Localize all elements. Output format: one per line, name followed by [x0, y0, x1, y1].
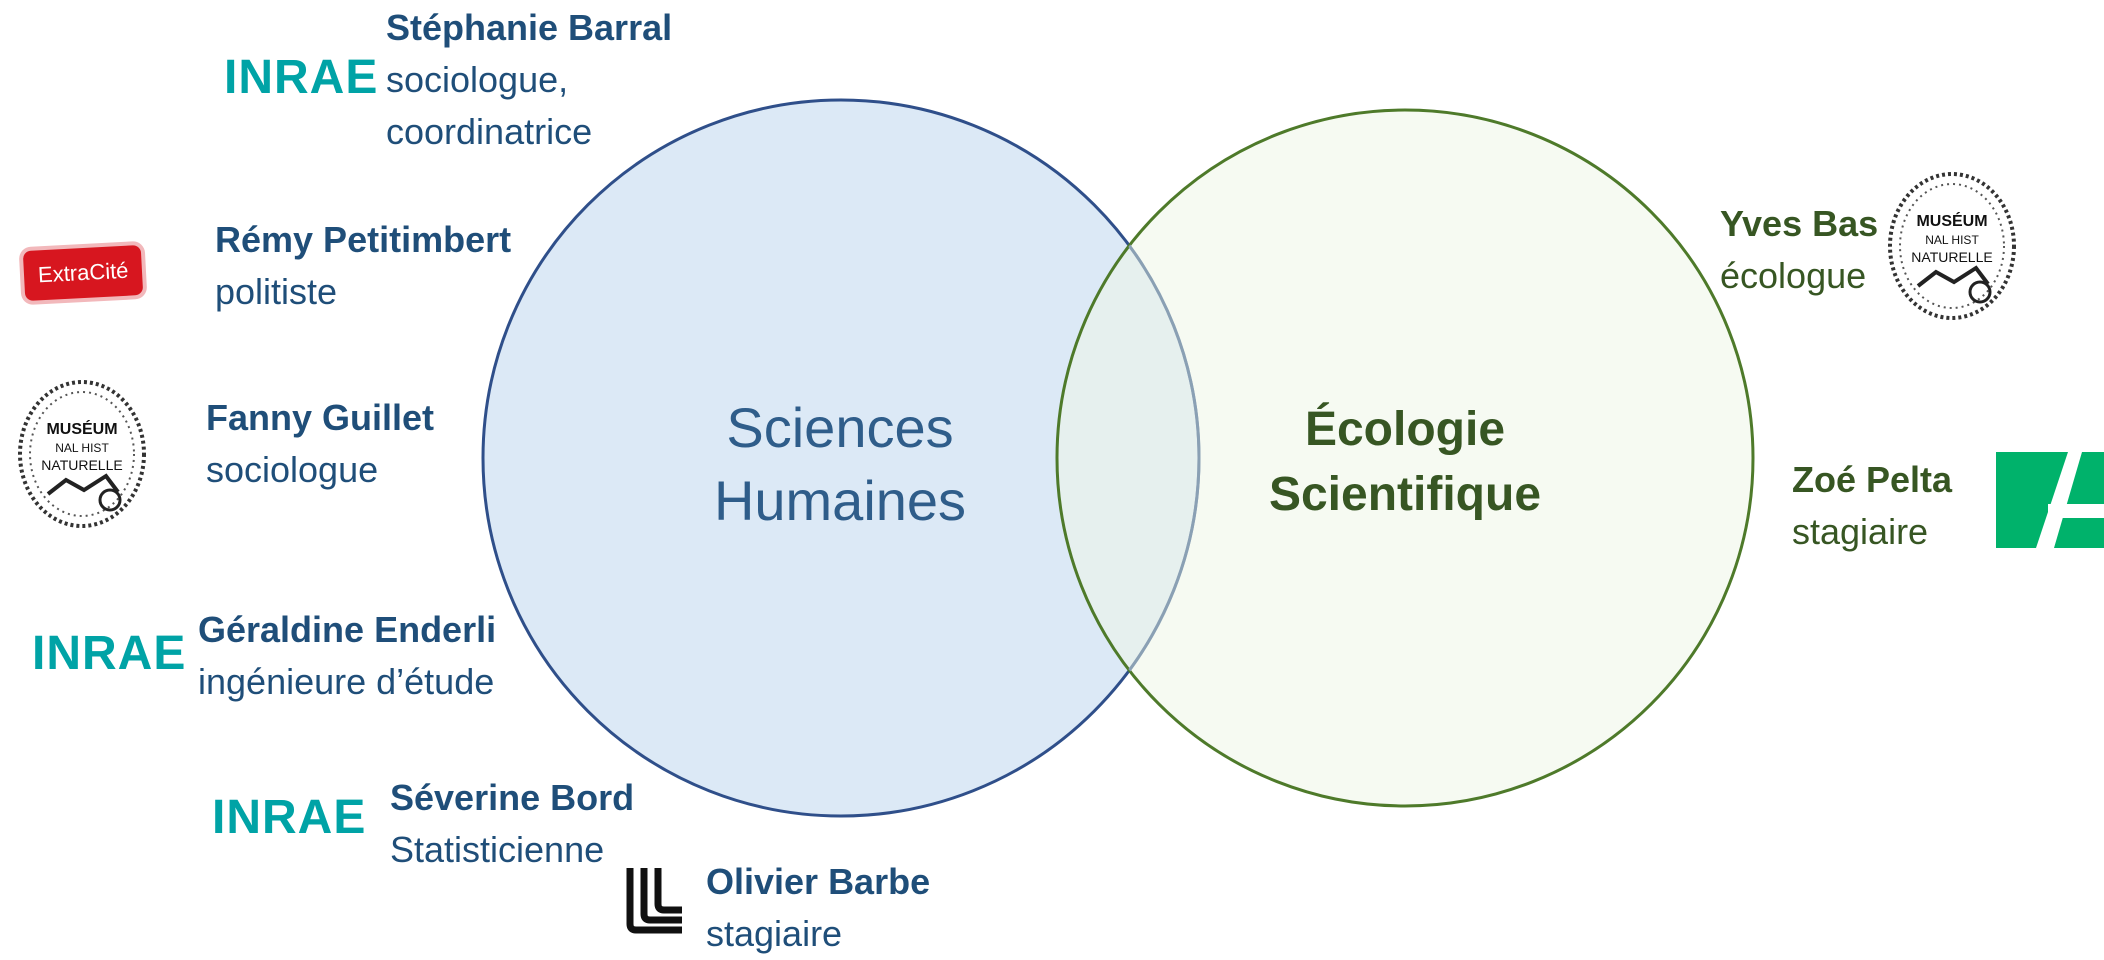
person-stephanie-barral: Stéphanie Barral sociologue, coordinatri…	[386, 2, 672, 159]
overlap-outline	[1057, 110, 1201, 806]
museum-logo: MUSÉUM NAL HIST NATURELLE	[18, 380, 146, 528]
person-role: politiste	[215, 271, 338, 313]
person-name: Géraldine Enderli	[198, 609, 497, 650]
ecologie-scientifique-label: Écologie Scientifique	[1240, 398, 1570, 528]
person-olivier-barbe: Olivier Barbe stagiaire	[706, 856, 930, 960]
museum-logo-line2: NAL HIST	[55, 441, 109, 455]
agency-logo	[1996, 452, 2104, 548]
person-role: sociologue,	[386, 59, 569, 101]
person-name: Stéphanie Barral	[386, 7, 673, 48]
person-severine-bord: Séverine Bord Statisticienne	[390, 772, 634, 876]
person-name: Olivier Barbe	[706, 861, 931, 902]
person-name: Fanny Guillet	[206, 397, 435, 438]
museum-logo-line1: MUSÉUM	[1916, 211, 1987, 230]
ecologie-line2: Scientifique	[1268, 467, 1542, 521]
ecologie-line1: Écologie	[1304, 403, 1506, 456]
extracite-logo: ExtraCité	[22, 244, 144, 302]
ecologie-scientifique-circle	[1055, 108, 1755, 808]
person-role: sociologue	[206, 449, 379, 491]
sciences-humaines-line1: Sciences	[726, 396, 954, 459]
person-yves-bas: Yves Bas écologue	[1720, 198, 1878, 302]
inrae-logo: INRAE	[224, 51, 379, 104]
person-role: Statisticienne	[390, 829, 605, 871]
museum-logo: MUSÉUM NAL HIST NATURELLE	[1888, 172, 2016, 320]
person-name: Yves Bas	[1720, 203, 1879, 244]
person-zoe-pelta: Zoé Pelta stagiaire	[1792, 454, 1952, 558]
person-role: écologue	[1720, 255, 1867, 297]
person-role: ingénieure d’étude	[198, 661, 495, 703]
inrae-logo: INRAE	[212, 791, 367, 844]
museum-logo-line2: NAL HIST	[1925, 233, 1979, 247]
university-logo	[626, 868, 682, 934]
sciences-humaines-line2: Humaines	[713, 468, 967, 532]
person-name: Séverine Bord	[390, 777, 635, 818]
museum-logo-line3: NATURELLE	[1911, 249, 1992, 265]
sciences-humaines-label: Sciences Humaines	[680, 392, 1000, 538]
person-remy-petitimbert: Rémy Petitimbert politiste	[215, 214, 511, 318]
museum-logo-line1: MUSÉUM	[46, 419, 117, 438]
person-name: Zoé Pelta	[1792, 459, 1953, 500]
museum-logo-line3: NATURELLE	[41, 457, 122, 473]
person-geraldine-enderli: Géraldine Enderli ingénieure d’étude	[198, 604, 496, 708]
person-name: Rémy Petitimbert	[215, 219, 512, 260]
person-role: stagiaire	[706, 913, 843, 955]
inrae-logo: INRAE	[32, 627, 187, 680]
person-fanny-guillet: Fanny Guillet sociologue	[206, 392, 434, 496]
person-role: stagiaire	[1792, 511, 1929, 553]
person-role-2: coordinatrice	[386, 111, 593, 153]
